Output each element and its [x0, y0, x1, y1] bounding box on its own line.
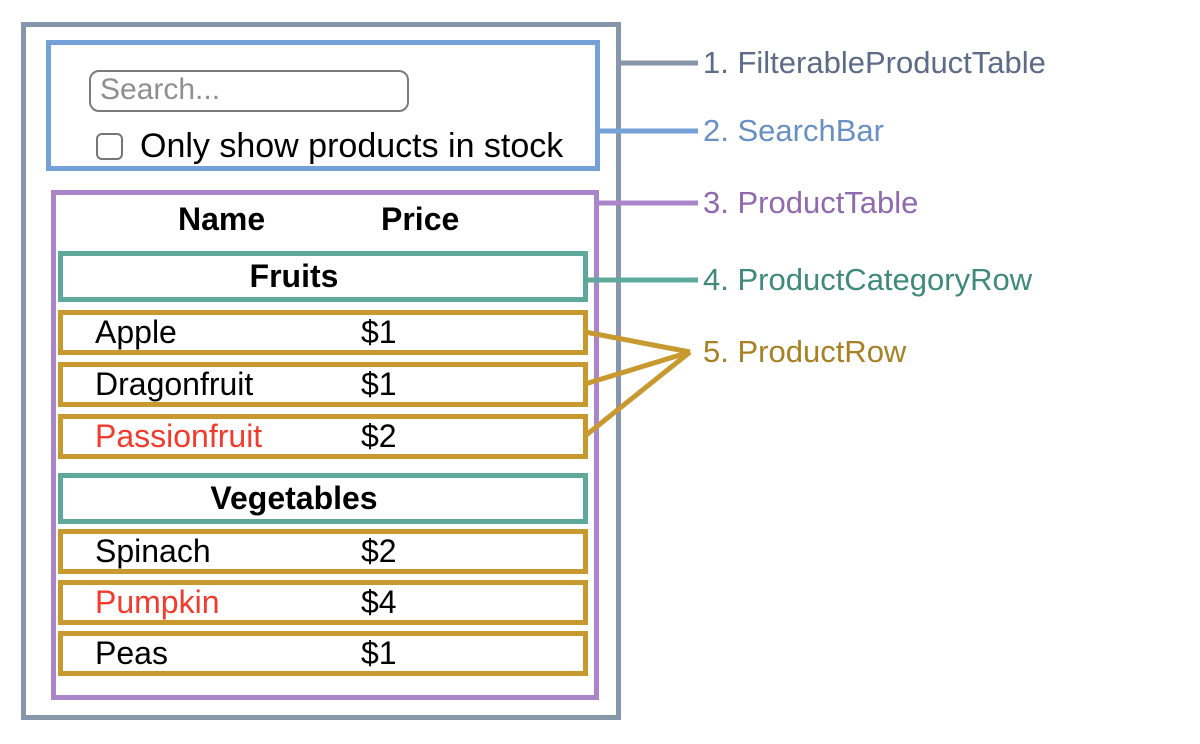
product-price: $1	[361, 635, 397, 671]
product-name: Passionfruit	[95, 418, 263, 454]
product-price: $1	[361, 366, 397, 402]
search-input[interactable]	[89, 70, 409, 112]
label-product-table: 3. ProductTable	[703, 185, 919, 220]
product-name: Pumpkin	[95, 584, 220, 620]
column-header-name: Name	[178, 201, 266, 237]
product-price: $2	[361, 418, 397, 454]
product-name: Dragonfruit	[95, 366, 254, 402]
product-price: $2	[361, 533, 397, 569]
product-price: $1	[361, 314, 397, 350]
category-label: Fruits	[249, 258, 339, 294]
product-row-pumpkin: Pumpkin $4	[58, 580, 588, 625]
product-category-row-vegetables: Vegetables	[58, 473, 588, 524]
in-stock-checkbox-label: Only show products in stock	[140, 127, 564, 165]
in-stock-checkbox[interactable]	[96, 133, 123, 160]
product-row-spinach: Spinach $2	[58, 529, 588, 574]
label-product-category-row: 4. ProductCategoryRow	[703, 262, 1033, 297]
category-label: Vegetables	[210, 480, 378, 516]
product-row-passionfruit: Passionfruit $2	[58, 414, 588, 459]
product-row-peas: Peas $1	[58, 631, 588, 676]
product-category-row-fruits: Fruits	[58, 251, 588, 302]
label-product-row: 5. ProductRow	[703, 334, 907, 369]
column-header-price: Price	[381, 201, 460, 237]
product-price: $4	[361, 584, 397, 620]
product-row-apple: Apple $1	[58, 310, 588, 355]
product-name: Spinach	[95, 533, 211, 569]
label-filterable-product-table: 1. FilterableProductTable	[703, 45, 1046, 80]
product-name: Apple	[95, 314, 177, 350]
label-search-bar: 2. SearchBar	[703, 113, 884, 148]
product-name: Peas	[95, 635, 168, 671]
product-row-dragonfruit: Dragonfruit $1	[58, 362, 588, 407]
